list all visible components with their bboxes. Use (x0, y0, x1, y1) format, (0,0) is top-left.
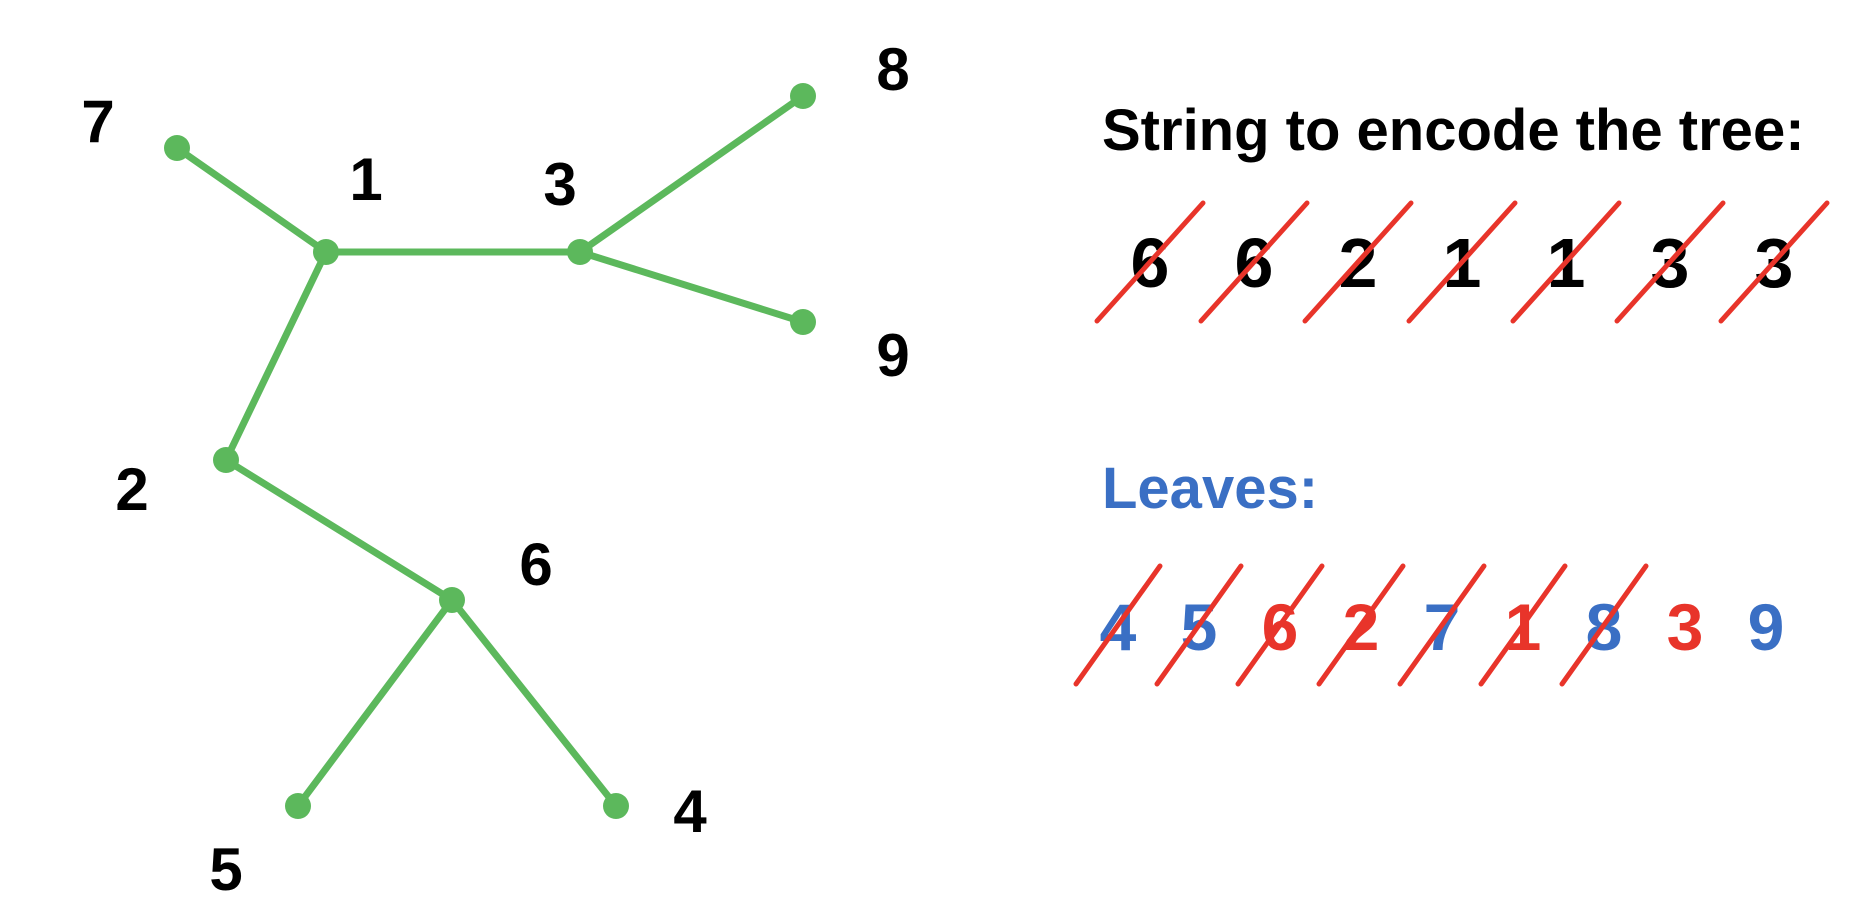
tree-node (313, 239, 339, 265)
tree-edge (576, 92, 807, 256)
tree-node (603, 793, 629, 819)
tree-node-label: 9 (876, 322, 909, 389)
strike-through-mark (1154, 563, 1244, 687)
encode-string-title: String to encode the tree: (1102, 98, 1805, 163)
leaves-title: Leaves: (1102, 456, 1318, 521)
strike-through-mark (1559, 563, 1649, 687)
strike-through-mark (1478, 563, 1568, 687)
tree-node (439, 587, 465, 613)
tree-node (213, 447, 239, 473)
tree-edge (222, 248, 330, 464)
tree-node-label: 5 (209, 836, 242, 903)
tree-edge (576, 248, 807, 326)
tree-node-label: 1 (349, 146, 382, 213)
strike-through-mark (1406, 200, 1518, 324)
tree-node-label: 2 (115, 456, 148, 523)
strike-through-mark (1094, 200, 1206, 324)
strike-through-mark (1718, 200, 1830, 324)
strike-through-mark (1073, 563, 1163, 687)
tree-node-label: 8 (876, 36, 909, 103)
tree-node (790, 309, 816, 335)
strike-through-mark (1614, 200, 1726, 324)
tree-nodes (164, 83, 816, 819)
strike-through-mark (1397, 563, 1487, 687)
strike-through-mark (1316, 563, 1406, 687)
leaf-number: 3 (1667, 590, 1704, 664)
tree-node (164, 135, 190, 161)
tree-edge (294, 596, 456, 810)
tree-node-label: 7 (81, 88, 114, 155)
tree-edge (448, 596, 620, 810)
strike-through-mark (1510, 200, 1622, 324)
tree-node-labels: 1 2 3 4 5 6 7 8 9 (81, 36, 909, 903)
encode-string-digits: 6621133 (1094, 200, 1830, 324)
tree-node (567, 239, 593, 265)
tree-node (790, 83, 816, 109)
tree-node (285, 793, 311, 819)
strike-through-mark (1302, 200, 1414, 324)
tree-edge (222, 456, 456, 604)
leaf-number: 9 (1748, 590, 1785, 664)
tree-node-label: 4 (673, 778, 707, 845)
tree-node-label: 3 (543, 151, 576, 218)
tree-node-label: 6 (519, 531, 552, 598)
strike-through-mark (1198, 200, 1310, 324)
strike-through-mark (1235, 563, 1325, 687)
tree-edge (173, 144, 330, 256)
tree-edges (173, 92, 807, 810)
leaves-list: 456271839 (1073, 563, 1785, 687)
